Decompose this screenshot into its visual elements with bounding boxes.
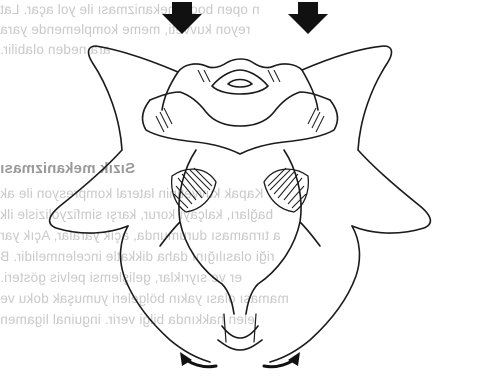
pubic-symphysis [218, 340, 262, 350]
right-obturator [246, 150, 301, 314]
left-obturator [179, 150, 234, 314]
left-sacroiliac-joint [162, 72, 178, 110]
sacral-body [212, 70, 268, 94]
arrow-down-left [162, 0, 202, 34]
arrow-curved-bottom-left [186, 360, 216, 367]
right-sacroiliac-joint [302, 70, 318, 110]
right-iliac-wing [302, 46, 430, 233]
left-lower-contour [121, 226, 210, 362]
right-lower-contour [270, 226, 359, 362]
arrow-down-right [288, 2, 328, 34]
pelvic-brim [150, 92, 330, 126]
sacral-canal [228, 80, 252, 88]
inner-contour [143, 100, 338, 154]
left-iliac-wing [50, 46, 178, 233]
arrow-curved-bottom-right [264, 360, 294, 367]
